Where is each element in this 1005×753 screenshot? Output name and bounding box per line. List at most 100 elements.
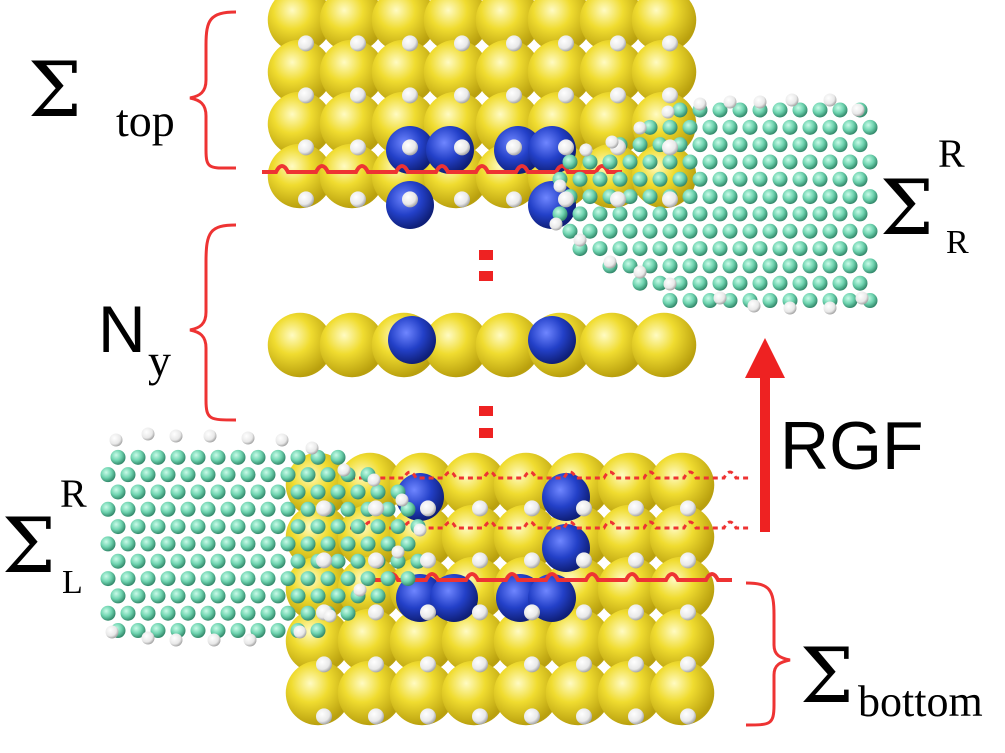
- hydrogen-atom: [350, 87, 366, 104]
- carbon-atom: [692, 241, 708, 257]
- hydrogen-atom: [524, 656, 540, 673]
- carbon-atom: [140, 605, 156, 621]
- gold-atom: [475, 39, 541, 105]
- hydrogen-atom: [723, 95, 737, 109]
- carbon-atom: [712, 206, 728, 222]
- hydrogen-atom: [368, 500, 384, 517]
- carbon-atom: [642, 189, 658, 205]
- carbon-atom: [330, 553, 346, 569]
- carbon-atom: [792, 102, 808, 118]
- carbon-atom: [370, 588, 386, 604]
- carbon-atom: [632, 171, 648, 187]
- carbon-atom: [732, 241, 748, 257]
- carbon-atom: [360, 536, 376, 552]
- hydrogen-atom: [402, 87, 418, 104]
- carbon-atom: [140, 571, 156, 587]
- carbon-atom: [220, 467, 236, 483]
- carbon-atom: [792, 275, 808, 291]
- carbon-atom: [752, 171, 768, 187]
- hydrogen-atom: [576, 500, 592, 517]
- gold-atom: [597, 504, 663, 570]
- top-brace: [189, 10, 237, 170]
- carbon-atom: [180, 467, 196, 483]
- carbon-atom: [732, 102, 748, 118]
- carbon-atom: [350, 553, 366, 569]
- carbon-atom: [220, 501, 236, 517]
- carbon-atom: [672, 275, 688, 291]
- carbon-atom: [170, 484, 186, 500]
- carbon-atom: [832, 102, 848, 118]
- carbon-atom: [822, 119, 838, 135]
- carbon-atom: [290, 588, 306, 604]
- hydrogen-atom: [454, 35, 470, 52]
- carbon-atom: [230, 484, 246, 500]
- gold-atom: [285, 660, 351, 726]
- carbon-atom: [822, 154, 838, 170]
- carbon-atom: [842, 258, 858, 274]
- hydrogen-atom: [323, 609, 337, 623]
- carbon-atom: [100, 605, 116, 621]
- carbon-atom: [250, 588, 266, 604]
- carbon-atom: [802, 293, 818, 309]
- ellipsis-lower: [479, 406, 493, 438]
- carbon-atom: [822, 258, 838, 274]
- hydrogen-atom: [506, 191, 522, 208]
- hydrogen-atom: [855, 291, 869, 305]
- gold-atom: [597, 660, 663, 726]
- carbon-atom: [592, 206, 608, 222]
- carbon-atom: [852, 137, 868, 153]
- carbon-atom: [370, 519, 386, 535]
- hydrogen-atom: [579, 143, 593, 157]
- sigma-top-symbol: Σ: [28, 45, 82, 134]
- carbon-atom: [652, 275, 668, 291]
- carbon-atom: [270, 519, 286, 535]
- carbon-atom: [200, 605, 216, 621]
- hydrogen-atom: [454, 139, 470, 156]
- carbon-atom: [642, 258, 658, 274]
- hydrogen-atom: [558, 191, 574, 208]
- hydrogen-atom: [747, 299, 761, 313]
- hydrogen-atom: [680, 604, 696, 621]
- sigma-bottom-subscript: bottom: [858, 677, 983, 726]
- carbon-atom: [742, 189, 758, 205]
- hydrogen-atom: [506, 35, 522, 52]
- carbon-atom: [722, 223, 738, 239]
- gold-atom: [493, 608, 559, 674]
- carbon-atom: [592, 241, 608, 257]
- carbon-atom: [722, 258, 738, 274]
- carbon-atom: [230, 553, 246, 569]
- carbon-atom: [240, 467, 256, 483]
- carbon-atom: [642, 119, 658, 135]
- blue-atom: [388, 316, 436, 364]
- hydrogen-atom: [662, 191, 678, 208]
- carbon-atom: [290, 519, 306, 535]
- carbon-atom: [822, 189, 838, 205]
- gold-atom: [649, 608, 715, 674]
- hydrogen-atom: [472, 500, 488, 517]
- carbon-atom: [300, 571, 316, 587]
- sigma-L-subscript: L: [62, 564, 83, 601]
- carbon-atom: [240, 571, 256, 587]
- carbon-atom: [752, 275, 768, 291]
- carbon-atom: [682, 258, 698, 274]
- carbon-atom: [150, 588, 166, 604]
- carbon-atom: [842, 189, 858, 205]
- hydrogen-atom: [553, 179, 567, 193]
- carbon-atom: [622, 223, 638, 239]
- gold-atom: [649, 504, 715, 570]
- gold-atom: [597, 556, 663, 622]
- carbon-atom: [772, 241, 788, 257]
- dashed-interface-line: [350, 520, 750, 530]
- carbon-atom: [340, 571, 356, 587]
- carbon-atom: [120, 571, 136, 587]
- carbon-atom: [110, 519, 126, 535]
- carbon-atom: [592, 171, 608, 187]
- hydrogen-atom: [368, 708, 384, 725]
- carbon-atom: [110, 449, 126, 465]
- carbon-atom: [340, 501, 356, 517]
- gold-atom: [319, 312, 385, 378]
- carbon-atom: [270, 588, 286, 604]
- carbon-atom: [300, 467, 316, 483]
- hydrogen-atom: [576, 656, 592, 673]
